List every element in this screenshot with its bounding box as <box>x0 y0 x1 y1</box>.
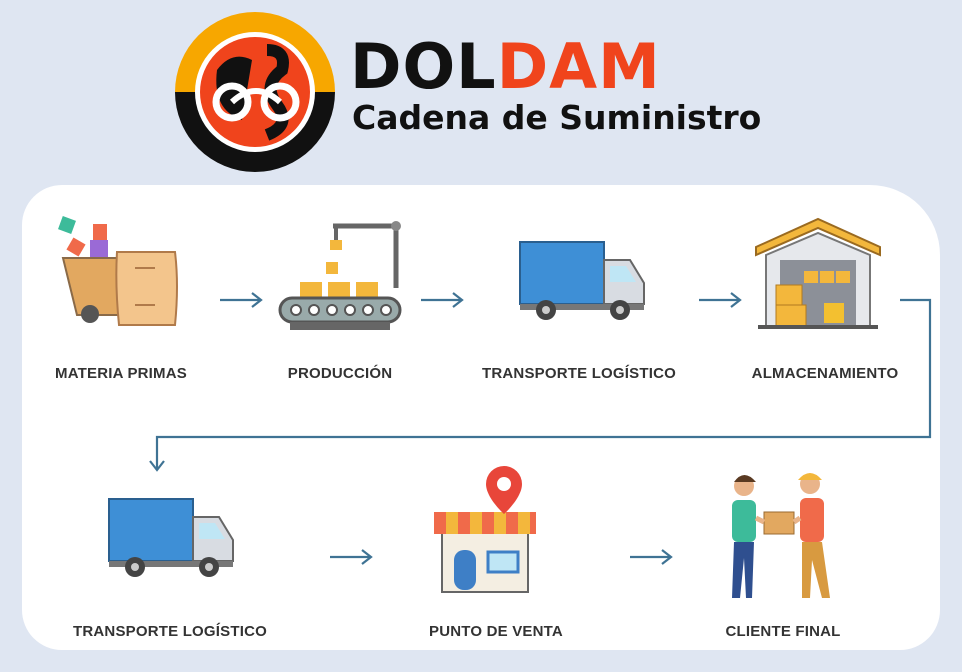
customer-handoff-icon <box>732 473 830 598</box>
raw-materials-icon <box>58 216 178 326</box>
brand-name: DOLDAM <box>350 30 661 103</box>
arrow-4 <box>330 549 373 565</box>
logo-emblem <box>175 12 335 172</box>
truck-icon <box>519 241 645 320</box>
arrow-5 <box>630 549 673 565</box>
brand-subtitle: Cadena de Suministro <box>352 98 762 137</box>
arrow-2 <box>421 292 464 308</box>
step-label-cliente-final: CLIENTE FINAL <box>725 623 841 640</box>
step-label-materia-primas: MATERIA PRIMAS <box>55 365 187 382</box>
row-connector <box>149 298 932 472</box>
step-label-transporte-2: TRANSPORTE LOGÍSTICO <box>72 623 268 640</box>
step-label-produccion: PRODUCCIÓN <box>287 365 393 382</box>
truck-icon <box>108 498 234 577</box>
store-icon <box>434 466 536 593</box>
step-label-almacenamiento: ALMACENAMIENTO <box>751 365 899 382</box>
warehouse-icon <box>755 217 881 329</box>
step-label-punto-de-venta: PUNTO DE VENTA <box>429 623 563 640</box>
step-label-transporte: TRANSPORTE LOGÍSTICO <box>481 365 677 382</box>
arrow-3 <box>699 292 742 308</box>
conveyor-icon <box>278 221 402 330</box>
arrow-1 <box>220 292 263 308</box>
